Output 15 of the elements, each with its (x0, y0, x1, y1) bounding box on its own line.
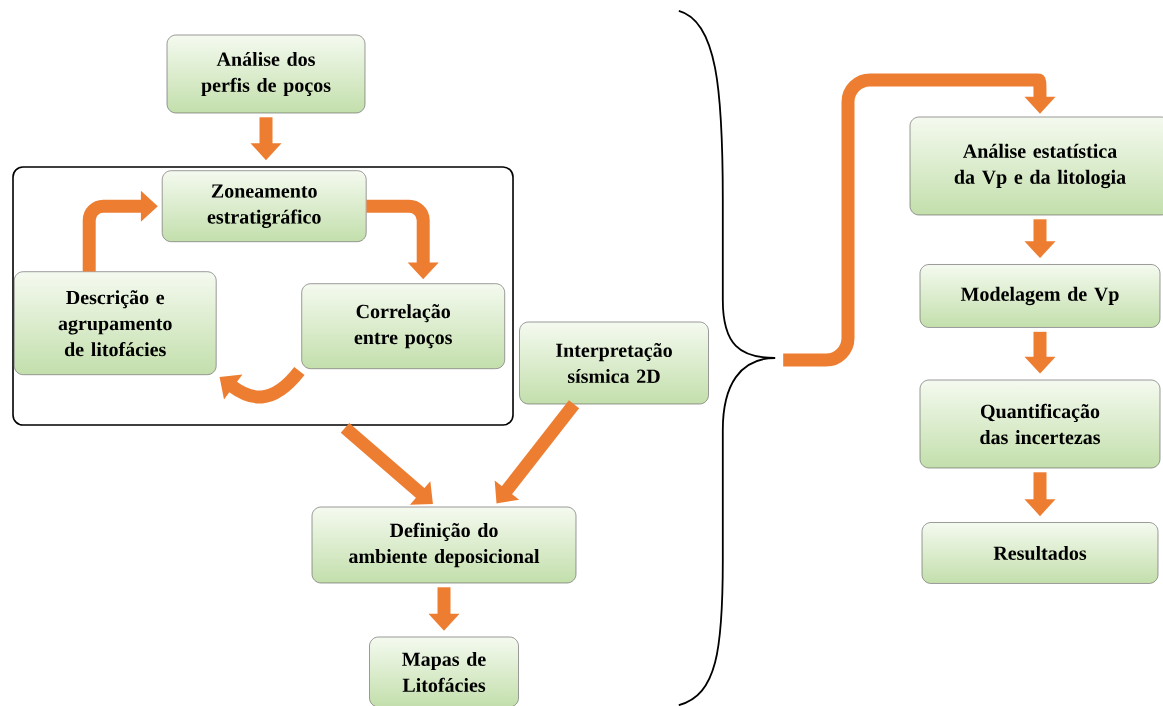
process-box: Correlação entre poços (301, 283, 505, 369)
process-box: Quantificação das incertezas (919, 379, 1161, 469)
process-box: Interpretação sísmica 2D (519, 321, 709, 405)
process-box: Modelagem de Vp (919, 264, 1161, 328)
group-frame (12, 166, 514, 426)
process-box: Análise estatística da Vp e da litologia (909, 116, 1163, 216)
arrow (783, 73, 1056, 367)
process-box: Definição do ambiente deposicional (311, 506, 577, 584)
process-box: Descrição e agrupamento de litofácies (13, 271, 217, 375)
process-box: Análise dos perfis de poços (166, 34, 366, 114)
process-box: Resultados (921, 522, 1159, 584)
arrow (340, 422, 433, 505)
process-box: Mapas de Litofácies (369, 636, 519, 706)
curly-brace (677, 9, 777, 706)
process-box: Zoneamento estratigráfico (161, 170, 367, 242)
